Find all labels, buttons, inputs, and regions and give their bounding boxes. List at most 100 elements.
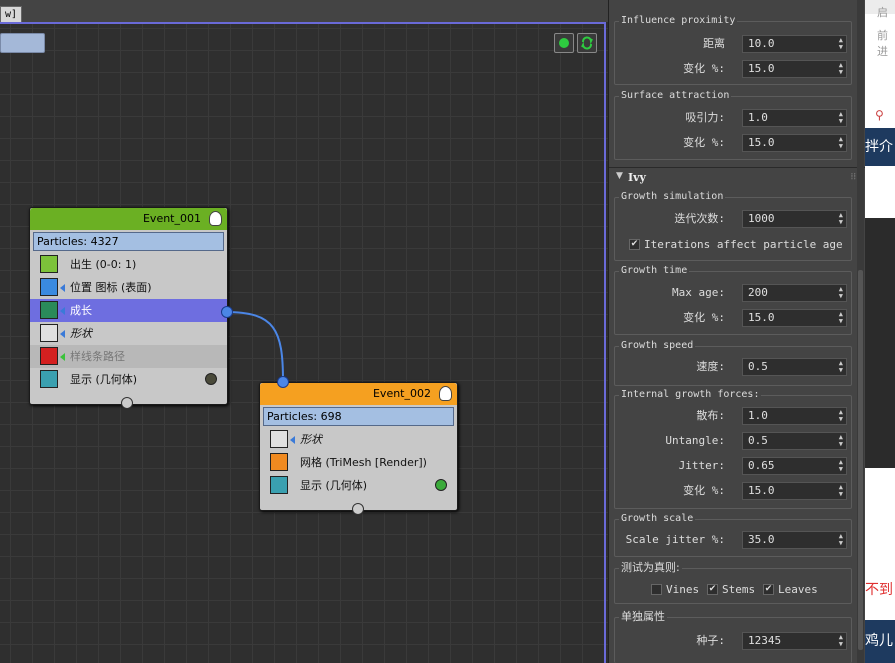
spinner-arrows-icon[interactable]: ▲▼ — [838, 458, 843, 473]
spinner-arrows-icon[interactable]: ▲▼ — [838, 110, 843, 125]
filter-icon[interactable]: ⚲ — [875, 108, 884, 122]
spread-spinner[interactable]: 1.0▲▼ — [742, 407, 847, 425]
spinner-arrows-icon[interactable]: ▲▼ — [838, 532, 843, 547]
leaves-checkbox[interactable]: ✔ — [763, 584, 774, 595]
seed-spinner[interactable]: 12345▲▼ — [742, 632, 847, 650]
operator-display[interactable]: 显示 (几何体) — [30, 368, 227, 391]
variation-row: 变化 %: 15.0▲▼ — [615, 309, 853, 327]
distance-spinner[interactable]: 10.0▲▼ — [742, 35, 847, 53]
lightbulb-icon[interactable] — [209, 211, 222, 226]
scrollbar-thumb[interactable] — [858, 270, 863, 650]
status-green-icon[interactable] — [554, 33, 574, 53]
variation-row: 变化 %: 15.0▲▼ — [615, 482, 853, 500]
variation-spinner[interactable]: 15.0▲▼ — [742, 309, 847, 327]
iterations-row: 迭代次数: 1000▲▼ — [615, 210, 853, 228]
ivy-rollout-header[interactable]: ▼ Ivy ⁞⁞ — [616, 171, 856, 184]
operator-display[interactable]: 显示 (几何体) — [260, 474, 457, 497]
display-icon — [270, 476, 288, 494]
growth-time-group: Growth time Max age: 200▲▼ 变化 %: 15.0▲▼ — [614, 265, 853, 335]
event-001-particle-count: Particles: 4327 — [33, 232, 224, 251]
canvas-active-border — [0, 22, 606, 663]
spinner-arrows-icon[interactable]: ▲▼ — [838, 285, 843, 300]
event-002-bottom-port[interactable] — [352, 503, 364, 515]
spinner-arrows-icon[interactable]: ▲▼ — [838, 135, 843, 150]
growth-simulation-group: Growth simulation 迭代次数: 1000▲▼ ✔ Iterati… — [614, 191, 853, 261]
variation-row: 变化 %: 15.0▲▼ — [615, 60, 853, 78]
influence-proximity-group: Influence proximity 距离 10.0▲▼ 变化 %: 15.0… — [614, 15, 853, 85]
display-color-swatch[interactable] — [435, 479, 447, 491]
spinner-arrows-icon[interactable]: ▲▼ — [838, 36, 843, 51]
internal-growth-forces-group: Internal growth forces: 散布: 1.0▲▼ Untang… — [614, 389, 853, 509]
position-icon — [40, 278, 58, 296]
attraction-spinner[interactable]: 1.0▲▼ — [742, 109, 847, 127]
growth-speed-group: Growth speed 速度: 0.5▲▼ — [614, 340, 852, 386]
spinner-arrows-icon[interactable]: ▲▼ — [838, 408, 843, 423]
event-002-title: Event_002 — [372, 387, 431, 400]
birth-icon — [40, 255, 58, 273]
shape-icon — [270, 430, 288, 448]
display-icon — [40, 370, 58, 388]
operator-spline-path[interactable]: 样线条路径 — [30, 345, 227, 368]
iterations-spinner[interactable]: 1000▲▼ — [742, 210, 847, 228]
event-001-output-port[interactable] — [221, 306, 233, 318]
event-002-input-port[interactable] — [277, 376, 289, 388]
stems-checkbox[interactable]: ✔ — [707, 584, 718, 595]
event-wire — [225, 311, 284, 382]
growth-scale-group: Growth scale Scale jitter %: 35.0▲▼ — [614, 513, 853, 557]
variation-row: 变化 %: 15.0▲▼ — [615, 134, 853, 152]
growth-icon — [40, 301, 58, 319]
parameters-panel: Influence proximity 距离 10.0▲▼ 变化 %: 15.0… — [608, 0, 866, 663]
scale-jitter-row: Scale jitter %: 35.0▲▼ — [615, 531, 853, 549]
display-color-swatch[interactable] — [205, 373, 217, 385]
untangle-spinner[interactable]: 0.5▲▼ — [742, 432, 847, 450]
max-age-spinner[interactable]: 200▲▼ — [742, 284, 847, 302]
jitter-spinner[interactable]: 0.65▲▼ — [742, 457, 847, 475]
event-001-title: Event_001 — [142, 212, 201, 225]
variation-spinner[interactable]: 15.0▲▼ — [742, 134, 847, 152]
iterations-age-checkbox[interactable]: ✔ — [629, 239, 640, 250]
canvas-topbar: w] — [0, 0, 608, 24]
variation-spinner[interactable]: 15.0▲▼ — [742, 60, 847, 78]
scale-jitter-spinner[interactable]: 35.0▲▼ — [742, 531, 847, 549]
spinner-arrows-icon[interactable]: ▲▼ — [838, 310, 843, 325]
seed-row: 种子: 12345▲▼ — [615, 632, 853, 650]
particle-view-canvas[interactable]: w] Event_001 Particles: 4327 出生 (0-0: 1)… — [0, 0, 608, 663]
event-002-node[interactable]: Event_002 Particles: 698 形状 网格 (TriMesh … — [259, 382, 458, 511]
spinner-arrows-icon[interactable]: ▲▼ — [838, 483, 843, 498]
spinner-arrows-icon[interactable]: ▲▼ — [838, 359, 843, 374]
lightbulb-icon[interactable] — [439, 386, 452, 401]
operator-position-icon[interactable]: 位置 图标 (表面) — [30, 276, 227, 299]
attraction-row: 吸引力: 1.0▲▼ — [615, 109, 853, 127]
refresh-icon[interactable] — [577, 33, 597, 53]
variation-spinner[interactable]: 15.0▲▼ — [742, 482, 847, 500]
background-window-strip: 启 前进 ⚲ 拌介绍 不到 鸡儿 — [865, 0, 895, 663]
test-true-group: 测试为真则: Vines ✔ Stems ✔ Leaves — [614, 562, 852, 604]
unique-properties-group: 单独属性 种子: 12345▲▼ — [614, 611, 853, 663]
operator-birth[interactable]: 出生 (0-0: 1) — [30, 253, 227, 276]
iterations-age-label: Iterations affect particle age — [644, 238, 843, 251]
event-001-header[interactable]: Event_001 — [30, 208, 227, 230]
max-age-row: Max age: 200▲▼ — [615, 284, 853, 302]
speed-spinner[interactable]: 0.5▲▼ — [742, 358, 847, 376]
event-001-node[interactable]: Event_001 Particles: 4327 出生 (0-0: 1) 位置… — [29, 207, 228, 405]
spline-path-icon — [40, 347, 58, 365]
search-field[interactable] — [0, 33, 45, 53]
banner-text: 鸡儿 — [865, 620, 895, 663]
surface-attraction-group: Surface attraction 吸引力: 1.0▲▼ 变化 %: 15.0… — [614, 90, 853, 160]
spinner-arrows-icon[interactable]: ▲▼ — [838, 633, 843, 648]
operator-shape[interactable]: 形状 — [30, 322, 227, 345]
banner-text: 不到 — [865, 572, 895, 608]
collapse-arrow-icon[interactable]: ▼ — [616, 171, 623, 181]
spinner-arrows-icon[interactable]: ▲▼ — [838, 61, 843, 76]
spinner-arrows-icon[interactable]: ▲▼ — [838, 211, 843, 226]
operator-mesh[interactable]: 网格 (TriMesh [Render]) — [260, 451, 457, 474]
mesh-icon — [270, 453, 288, 471]
vines-checkbox[interactable] — [651, 584, 662, 595]
operator-shape[interactable]: 形状 — [260, 428, 457, 451]
event-002-header[interactable]: Event_002 — [260, 383, 457, 405]
spinner-arrows-icon[interactable]: ▲▼ — [838, 433, 843, 448]
shape-icon — [40, 324, 58, 342]
grip-icon[interactable]: ⁞⁞ — [850, 171, 856, 181]
event-001-bottom-port[interactable] — [121, 397, 133, 409]
operator-growth[interactable]: 成长 — [30, 299, 227, 322]
